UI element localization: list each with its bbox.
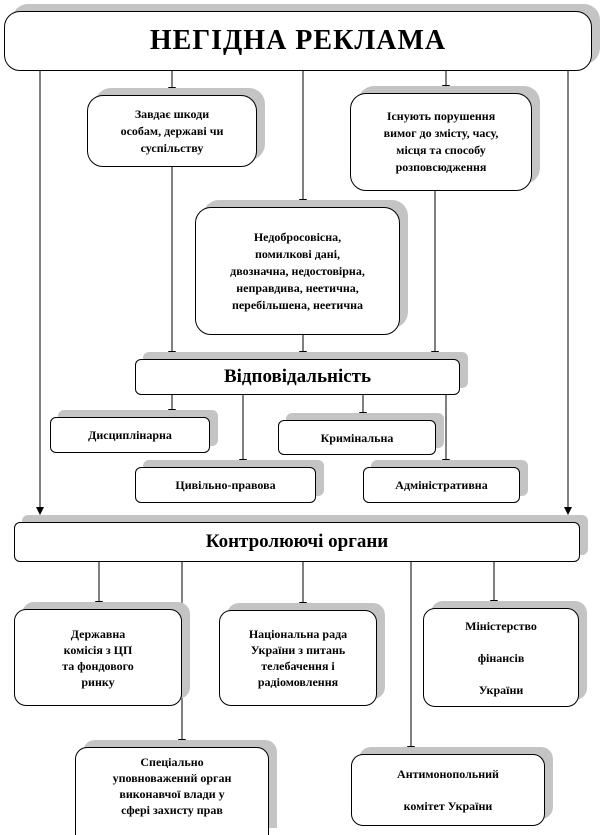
criminal-box: Кримінальна bbox=[278, 420, 436, 455]
securities-text: Державна комісія з ЦП та фондового ринку bbox=[62, 626, 134, 689]
civil-label: Цивільно-правова bbox=[175, 478, 276, 492]
title-box: НЕГІДНА РЕКЛАМА bbox=[4, 11, 592, 71]
control-label: Контролюючі органи bbox=[205, 531, 389, 552]
harm-box: Завдає шкоди особам, державі чи суспільс… bbox=[87, 95, 257, 167]
broadcasting-box: Національна рада України з питань телеба… bbox=[219, 610, 377, 706]
finance-box: Міністерство фінансів України bbox=[423, 608, 579, 707]
control-box: Контролюючі органи bbox=[14, 522, 580, 562]
kinds-text: Недобросовісна, помилкові дані, двозначн… bbox=[230, 229, 365, 312]
responsibility-box: Відповідальність bbox=[135, 359, 460, 395]
criminal-label: Кримінальна bbox=[320, 430, 394, 445]
disciplinary-box: Дисциплінарна bbox=[50, 417, 210, 453]
administrative-box: Адміністративна bbox=[363, 467, 520, 503]
broadcasting-text: Національна рада України з питань телеба… bbox=[248, 627, 348, 689]
antimonopoly-box: Антимонопольний комітет України bbox=[351, 754, 545, 826]
responsibility-label: Відповідальність bbox=[223, 366, 372, 387]
disciplinary-label: Дисциплінарна bbox=[88, 428, 172, 442]
harm-text: Завдає шкоди особам, державі чи суспільс… bbox=[120, 106, 224, 155]
executive-text: Спеціально уповноважений орган виконавчо… bbox=[112, 755, 232, 817]
finance-text: Міністерство фінансів України bbox=[465, 618, 537, 697]
civil-box: Цивільно-правова bbox=[135, 467, 316, 503]
page-title: НЕГІДНА РЕКЛАМА bbox=[149, 25, 447, 56]
violations-box: Існують порушення вимог до змісту, часу,… bbox=[350, 93, 532, 191]
antimonopoly-text: Антимонопольний комітет України bbox=[397, 767, 499, 813]
executive-box: Спеціально уповноважений орган виконавчо… bbox=[75, 747, 269, 835]
violations-text: Існують порушення вимог до змісту, часу,… bbox=[383, 109, 499, 174]
administrative-label: Адміністративна bbox=[395, 478, 488, 492]
securities-box: Державна комісія з ЦП та фондового ринку bbox=[14, 609, 182, 706]
kinds-box: Недобросовісна, помилкові дані, двозначн… bbox=[195, 207, 400, 335]
